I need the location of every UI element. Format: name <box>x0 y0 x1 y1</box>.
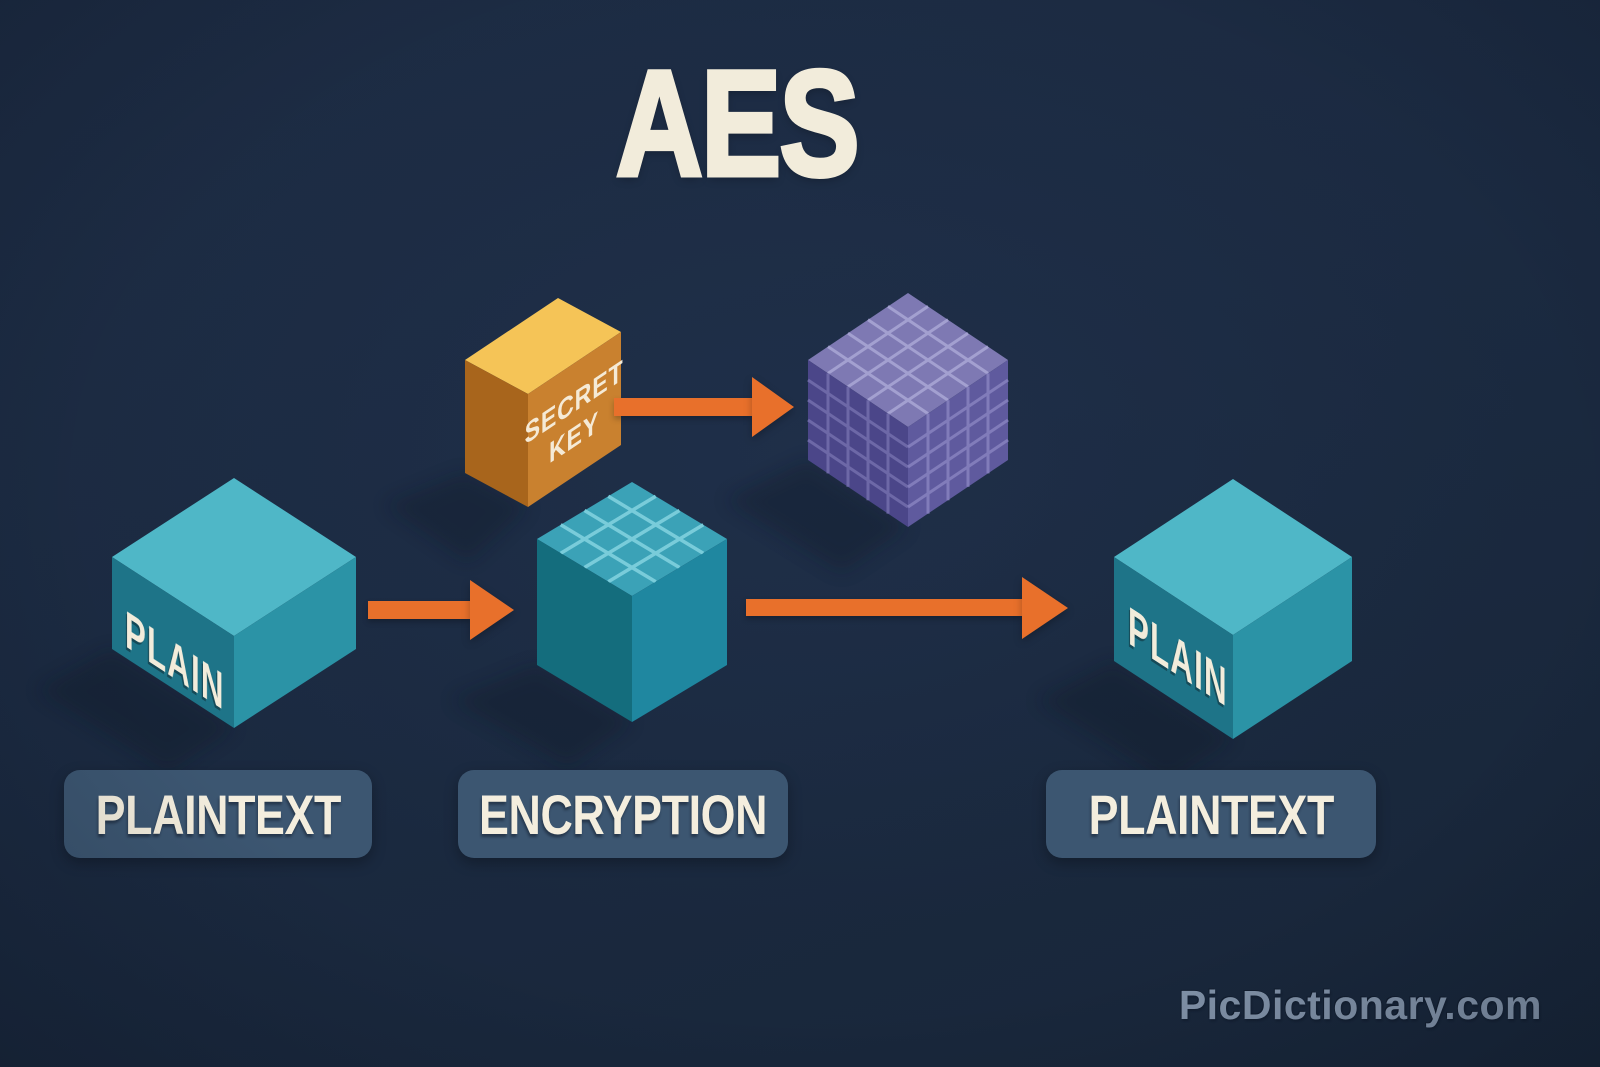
plain-right-left-face <box>1114 557 1233 739</box>
label-encryption-text: ENCRYPTION <box>478 782 768 846</box>
shadow-secret-key <box>385 473 528 562</box>
encryption-left-face <box>537 539 632 722</box>
secret-key-front-face <box>528 332 621 507</box>
plaintext-cube-left: PLAIN <box>112 478 356 728</box>
arrow-plain-to-encryption-head <box>470 580 514 640</box>
plain-left-left-face <box>112 557 234 728</box>
arrow-encryption-to-plain-head <box>1022 577 1068 639</box>
page-title: AES <box>614 39 862 207</box>
arrow-plain-to-encryption-shaft <box>368 601 470 619</box>
ciphertext-cube <box>808 293 1008 527</box>
secret-key-top-face <box>465 298 621 394</box>
plain-right-right-face <box>1233 557 1352 739</box>
shadow-plain-cube-right <box>1038 661 1233 782</box>
label-plaintext-right: PLAINTEXT <box>1046 770 1376 858</box>
label-plaintext-left-text: PLAINTEXT <box>95 782 341 846</box>
shadow-cipher-cube <box>726 460 908 572</box>
secret-key-side-face <box>465 360 528 507</box>
label-encryption: ENCRYPTION <box>458 770 788 858</box>
arrow-encryption-to-plain-shaft <box>746 599 1022 616</box>
arrow-key-to-cipher-head <box>752 377 794 437</box>
encryption-cube <box>537 482 727 722</box>
ciphertext-left-face <box>808 360 908 527</box>
ciphertext-right-face <box>908 360 1008 527</box>
arrow-key-to-cipher-shaft <box>614 398 752 416</box>
shadow-encryption-cube <box>452 665 632 767</box>
plaintext-cube-right: PLAIN <box>1114 479 1352 739</box>
secret-key-box: SECRET KEY <box>465 298 623 507</box>
shadow-plain-cube-left <box>38 649 234 772</box>
encryption-right-face <box>632 539 727 722</box>
plain-left-right-face <box>234 557 356 728</box>
ground-shadows <box>38 460 1233 782</box>
watermark: PicDictionary.com <box>1178 982 1542 1028</box>
label-plaintext-left: PLAINTEXT <box>64 770 372 858</box>
label-plaintext-right-text: PLAINTEXT <box>1088 782 1334 846</box>
